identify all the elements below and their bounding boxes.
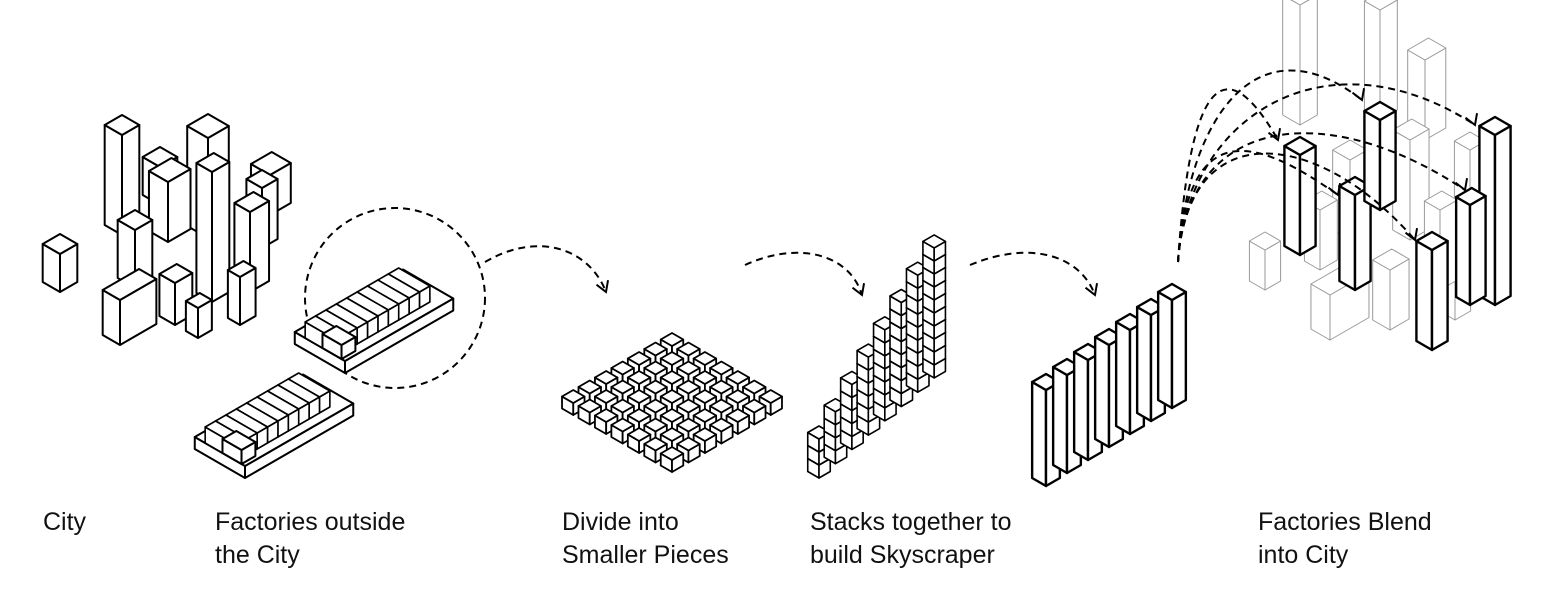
piece-cube [758,389,783,416]
city-building [116,209,154,289]
piece-cube [709,417,734,445]
blended-factory-tower [1454,186,1487,307]
pieces-grid [561,332,783,473]
blend-arc-3 [1177,83,1479,263]
ghost-building [1392,118,1430,241]
skyscraper [1156,282,1188,410]
arrowhead-icon [1267,128,1282,142]
factory-annex [221,430,257,465]
blend-arc-2 [1177,69,1366,263]
city-building [147,157,192,243]
arrow-divide [484,245,610,294]
blended-city [1248,0,1512,352]
arrowhead-icon [1084,283,1099,297]
arrowhead-icon [1454,178,1469,192]
city-building [41,233,79,293]
piece-cube [610,417,635,445]
label-divide: Divide into Smaller Pieces [562,508,729,569]
label-factories-outside: Factories outside the City [215,508,406,569]
blended-factory-tower [1363,100,1397,212]
factory-outside [193,372,355,479]
city-building [226,260,257,326]
ghost-building [1372,248,1410,331]
highlight-circle [304,207,486,389]
arrowhead-icon [851,283,866,297]
label-city: City [43,508,87,536]
blend-arc-6 [1177,132,1469,263]
factory-highlighted [293,267,455,374]
skyscrapers-group [1030,282,1188,488]
blended-factory-tower [1283,135,1317,257]
blend-arc-4 [1177,149,1342,263]
arrow-stack [744,251,866,297]
arrowhead-icon [1327,183,1342,197]
arrowhead-icon [1464,113,1479,127]
label-blend: Factories Blend into City [1258,508,1432,569]
ghost-building [1248,231,1282,291]
arrowhead-icon [1404,228,1419,242]
ghost-building [1282,0,1318,126]
stacks-group [806,234,947,479]
stacked-cube [922,234,947,262]
factory-annex [321,325,357,360]
blended-factory-tower [1338,175,1372,292]
piece-cube [692,427,718,454]
city-building [195,152,231,303]
arrow-skyscraper [969,251,1099,297]
blend-arc-1 [1177,88,1282,263]
arrowhead-icon [595,280,610,294]
arrowhead-icon [1351,88,1366,102]
city-building [184,292,213,339]
label-stacks: Stacks together to build Skyscraper [810,508,1012,569]
blended-factory-tower [1415,230,1449,352]
piece-cube [742,398,767,426]
city-group [41,113,292,346]
city-building [101,268,158,346]
piece-cube [659,446,685,473]
